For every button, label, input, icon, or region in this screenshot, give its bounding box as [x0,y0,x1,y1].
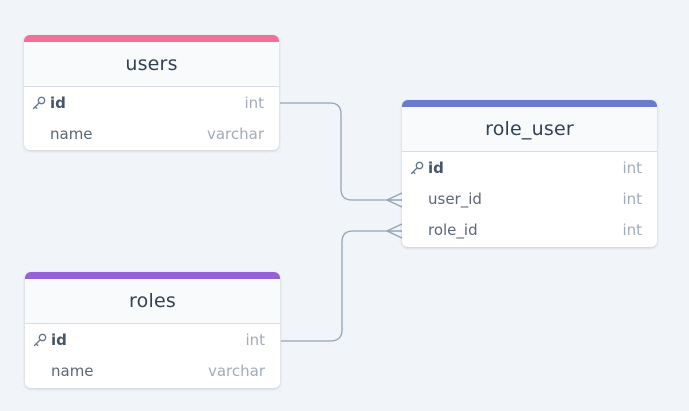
key-icon [32,96,46,110]
column-type: int [622,158,642,177]
crows-foot-icon [386,192,403,208]
table-accent-bar [25,272,280,279]
column-name: role_id [428,220,478,239]
table-title: roles [129,290,176,312]
table-title: role_user [485,118,574,140]
table-role-user[interactable]: role_user id int user_id int role_id int [402,100,657,247]
table-roles[interactable]: roles id int name varchar [25,272,280,388]
table-header[interactable]: users [24,42,279,87]
column-row-role-id[interactable]: role_id int [402,214,657,245]
table-accent-bar [402,100,657,107]
column-name: name [51,361,94,380]
column-type: int [622,220,642,239]
column-type: varchar [207,361,265,380]
column-type: int [244,93,264,112]
relation-users-role-user[interactable] [280,102,402,201]
column-row-id[interactable]: id int [402,152,657,183]
column-row-name[interactable]: name varchar [25,355,280,386]
column-type: int [245,330,265,349]
table-accent-bar [24,35,279,42]
column-name: id [51,330,67,349]
column-row-user-id[interactable]: user_id int [402,183,657,214]
relation-roles-role-user[interactable] [281,230,402,342]
column-name: name [50,124,93,143]
column-type: varchar [206,124,264,143]
column-type: int [622,189,642,208]
column-name: id [428,158,444,177]
column-row-id[interactable]: id int [25,324,280,355]
key-icon [410,161,424,175]
column-name: user_id [428,189,482,208]
crows-foot-icon [386,223,403,239]
column-name: id [50,93,66,112]
table-title: users [125,53,178,75]
table-header[interactable]: role_user [402,107,657,152]
column-row-name[interactable]: name varchar [24,118,279,149]
table-users[interactable]: users id int name varchar [24,35,279,150]
key-icon [33,333,47,347]
column-row-id[interactable]: id int [24,87,279,118]
table-header[interactable]: roles [25,279,280,324]
